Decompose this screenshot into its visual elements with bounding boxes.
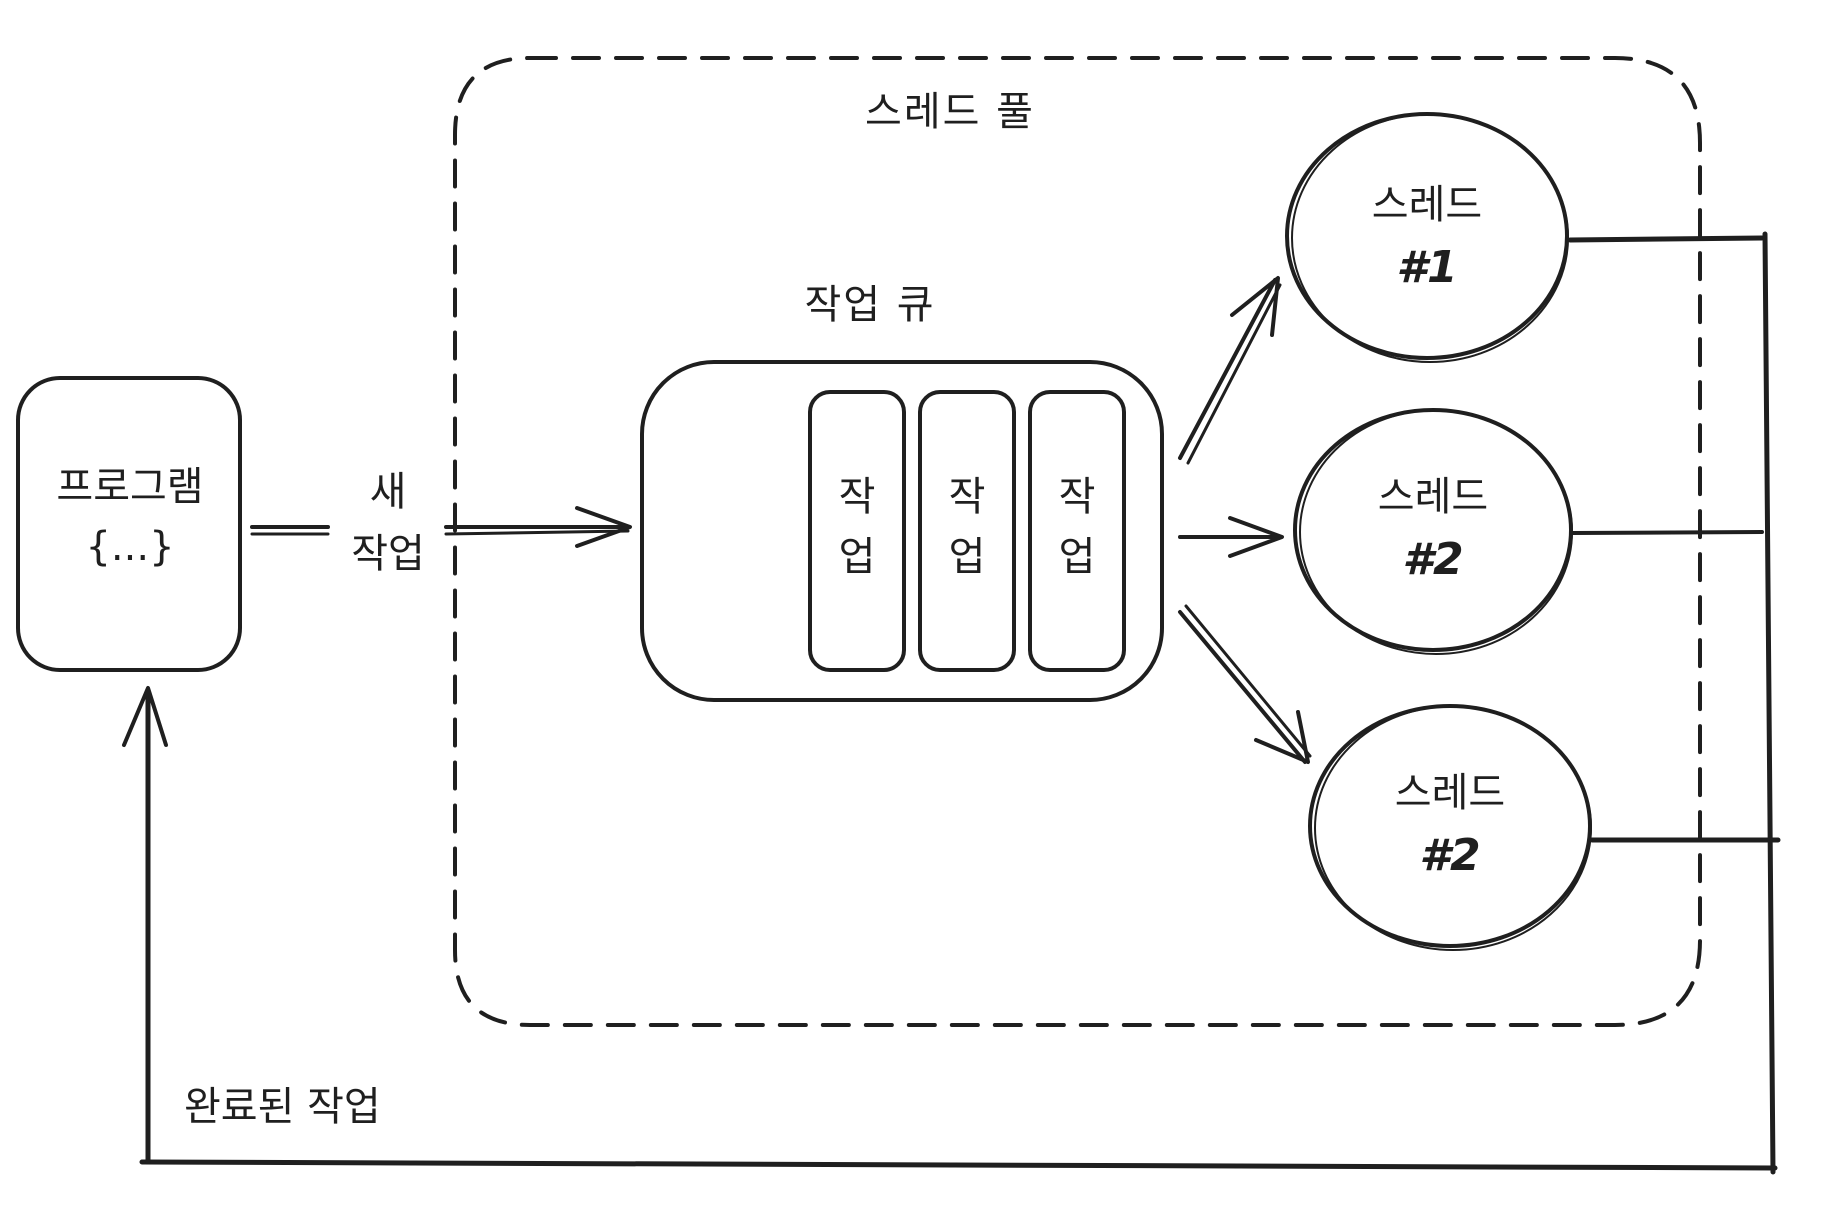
program-box (16, 376, 242, 672)
thread-2: 스레드 #2 (1293, 408, 1573, 655)
thread-pool-boundary (453, 56, 1702, 1027)
thread-2-output-line (1570, 530, 1764, 535)
completed-return-line (139, 1159, 1778, 1171)
dispatch-arrow-thread-3 (1178, 604, 1312, 764)
svg-text:업: 업 (839, 534, 876, 580)
new-task-arrow (444, 506, 632, 548)
svg-text:스레드: 스레드 (1378, 474, 1488, 520)
svg-text:스레드: 스레드 (1372, 182, 1482, 228)
thread-3: 스레드 #2 (1308, 704, 1592, 951)
new-task-label-line2: 작업 (351, 531, 425, 577)
svg-text:작: 작 (1059, 474, 1096, 520)
completed-task-label: 완료된 작업 (184, 1084, 381, 1130)
queue-task-item: 작 업 (918, 390, 1016, 672)
svg-text:#2: #2 (1419, 830, 1480, 881)
svg-text:스레드: 스레드 (1395, 770, 1505, 816)
svg-text:업: 업 (1059, 534, 1096, 580)
thread-1: 스레드 #1 (1285, 112, 1569, 363)
program-code: {...} (85, 524, 174, 570)
queue-task-item: 작 업 (808, 390, 906, 672)
svg-text:작: 작 (839, 474, 876, 520)
task-queue-title: 작업 큐 (804, 282, 935, 328)
thread-pool-title: 스레드 풀 (865, 89, 1035, 135)
collector-line (1762, 231, 1776, 1175)
svg-text:#1: #1 (1396, 242, 1457, 293)
queue-task-item: 작 업 (1028, 390, 1126, 672)
svg-text:#2: #2 (1402, 534, 1463, 585)
dispatch-arrow-thread-2 (1178, 516, 1284, 558)
new-task-label-line1: 새 (370, 469, 407, 515)
thread-1-output-line (1567, 235, 1765, 243)
completed-return-arrow (122, 686, 168, 1165)
dispatch-arrow-thread-1 (1178, 276, 1282, 465)
program-label: 프로그램 (56, 464, 203, 510)
svg-text:업: 업 (949, 534, 986, 580)
task-queue-box (640, 360, 1164, 702)
svg-text:작: 작 (949, 474, 986, 520)
